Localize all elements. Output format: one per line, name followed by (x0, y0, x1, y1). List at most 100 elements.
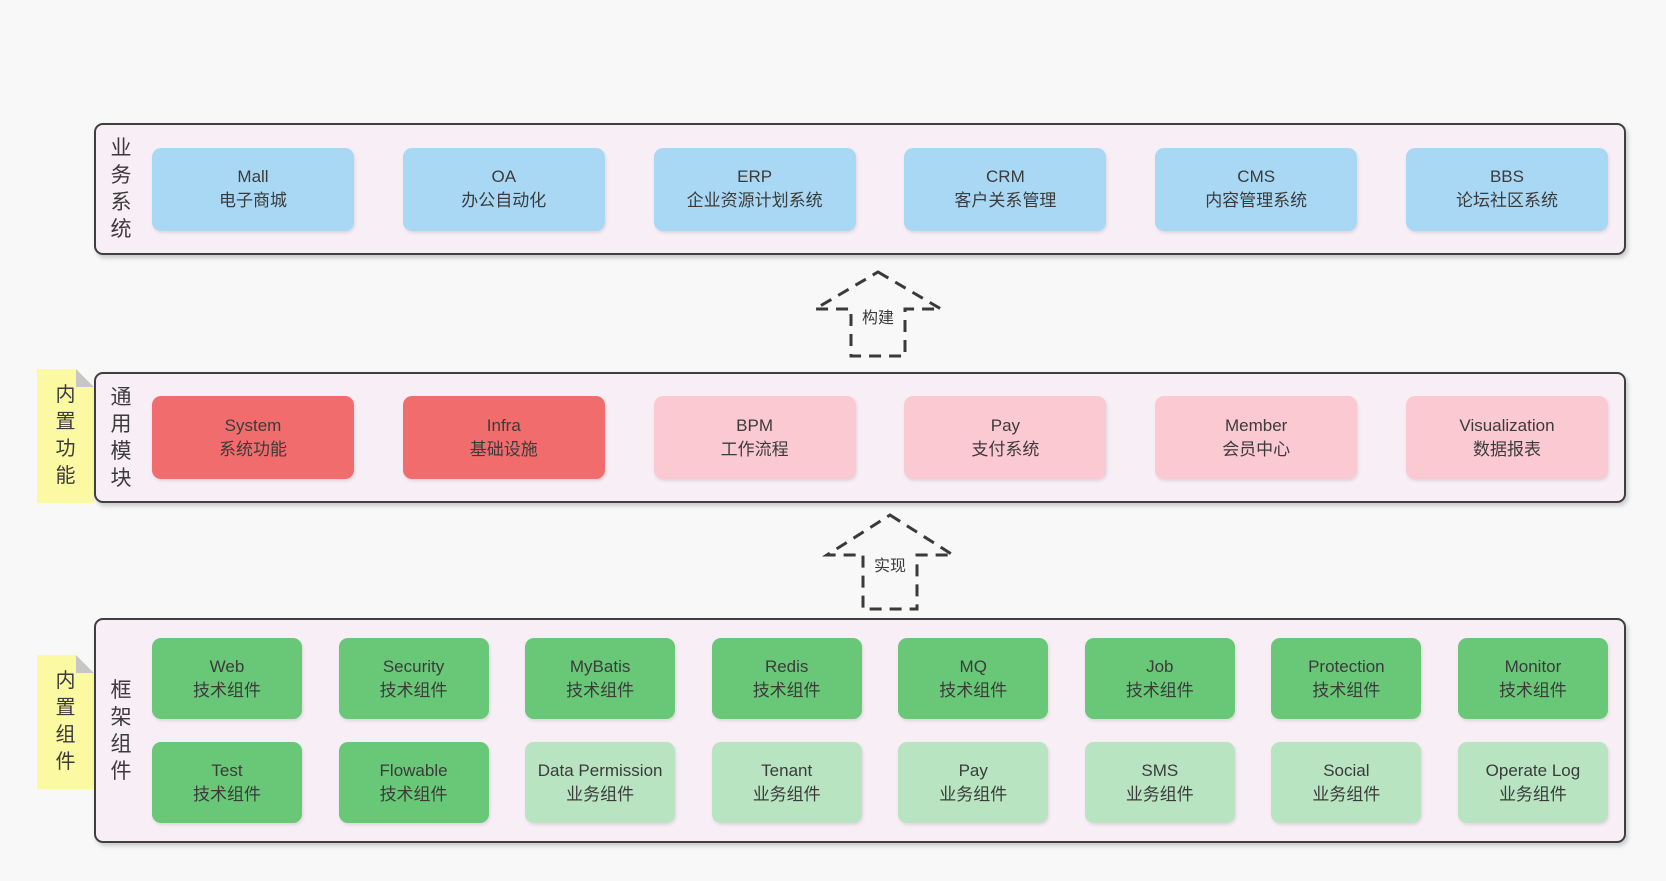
panel-side-label: 通用模块 (96, 374, 146, 501)
box-system: System 系统功能 (152, 396, 354, 479)
panel-business-systems: 业务系统 Mall 电子商城 OA 办公自动化 ERP 企业资源计划系统 CRM… (94, 123, 1626, 255)
box-title: Test (211, 760, 243, 780)
box-subtitle: 支付系统 (971, 439, 1040, 459)
box-monitor: Monitor 技术组件 (1457, 638, 1608, 719)
box-subtitle: 基础设施 (469, 439, 538, 459)
box-mall: Mall 电子商城 (152, 147, 354, 231)
tag-label: 内置功能 (55, 384, 76, 487)
sticky-note-fold-icon (76, 369, 94, 387)
box-title: ERP (737, 167, 773, 186)
box-subtitle: 技术组件 (1498, 680, 1567, 700)
box-security: Security 技术组件 (338, 638, 489, 719)
box-test: Test 技术组件 (152, 742, 302, 823)
box-bpm: BPM 工作流程 (653, 396, 856, 479)
box-crm: CRM 客户关系管理 (904, 147, 1107, 231)
box-title: BBS (1489, 167, 1524, 186)
box-subtitle: 业务组件 (1312, 784, 1381, 804)
box-flowable: Flowable 技术组件 (338, 742, 489, 823)
box-subtitle: 业务组件 (1498, 784, 1567, 804)
business-boxes-row: Mall 电子商城 OA 办公自动化 ERP 企业资源计划系统 CRM 客户关系… (146, 125, 1624, 253)
box-title: CRM (986, 167, 1025, 186)
box-social: Social 业务组件 (1271, 742, 1422, 823)
box-title: CMS (1237, 167, 1276, 186)
box-title: Pay (990, 415, 1021, 435)
box-title: MQ (959, 656, 987, 676)
box-title: OA (491, 167, 517, 186)
box-subtitle: 业务组件 (752, 784, 821, 804)
tag-built-in-components: 内置组件 (37, 655, 94, 789)
box-title: Data Permission (537, 760, 663, 780)
box-redis: Redis 技术组件 (711, 638, 862, 719)
box-title: Infra (486, 415, 521, 435)
build-arrow-label: 构建 (858, 303, 898, 328)
box-title: Protection (1308, 656, 1385, 676)
panel-framework-components: 框架组件 Web 技术组件 Security 技术组件 MyBatis 技术组件… (94, 618, 1626, 843)
components-row-2: Test 技术组件 Flowable 技术组件 Data Permission … (152, 742, 1608, 823)
box-title: Member (1225, 415, 1288, 435)
box-tenant: Tenant 业务组件 (711, 742, 862, 823)
box-title: Social (1323, 760, 1370, 780)
components-row-1: Web 技术组件 Security 技术组件 MyBatis 技术组件 Redi… (152, 638, 1608, 719)
box-title: Visualization (1459, 415, 1555, 435)
box-web: Web 技术组件 (152, 638, 302, 719)
box-subtitle: 客户关系管理 (954, 191, 1057, 210)
box-subtitle: 工作流程 (720, 439, 789, 459)
sticky-note-fold-icon (76, 655, 94, 673)
box-visualization: Visualization 数据报表 (1405, 396, 1608, 479)
components-rows: Web 技术组件 Security 技术组件 MyBatis 技术组件 Redi… (146, 620, 1624, 841)
box-mq: MQ 技术组件 (898, 638, 1049, 719)
box-subtitle: 技术组件 (379, 784, 448, 804)
tag-label: 内置组件 (55, 670, 76, 773)
panel-side-label: 业务系统 (96, 125, 146, 253)
box-title: Operate Log (1485, 760, 1581, 780)
box-title: Tenant (761, 760, 813, 780)
box-subtitle: 技术组件 (1312, 680, 1381, 700)
implement-arrow-label: 实现 (870, 552, 910, 576)
box-operate-log: Operate Log 业务组件 (1457, 742, 1608, 823)
box-title: System (224, 415, 282, 435)
box-title: Pay (958, 760, 988, 780)
box-subtitle: 技术组件 (566, 680, 635, 700)
box-mybatis: MyBatis 技术组件 (525, 638, 676, 719)
box-pay-biz: Pay 业务组件 (898, 742, 1049, 823)
modules-boxes-row: System 系统功能 Infra 基础设施 BPM 工作流程 Pay 支付系统… (146, 374, 1624, 501)
box-title: Redis (764, 656, 809, 676)
box-sms: SMS 业务组件 (1084, 742, 1235, 823)
box-subtitle: 技术组件 (193, 680, 261, 700)
box-title: Web (209, 656, 245, 676)
box-title: Job (1146, 656, 1174, 676)
box-data-permission: Data Permission 业务组件 (525, 742, 676, 823)
box-title: SMS (1141, 760, 1179, 780)
box-infra: Infra 基础设施 (402, 396, 605, 479)
box-title: Mall (237, 167, 269, 186)
box-subtitle: 数据报表 (1472, 439, 1541, 459)
box-subtitle: 论坛社区系统 (1455, 191, 1558, 210)
implement-arrow: 实现 (820, 512, 960, 612)
box-subtitle: 业务组件 (566, 784, 635, 804)
box-subtitle: 技术组件 (752, 680, 821, 700)
box-subtitle: 系统功能 (219, 439, 287, 459)
panel-side-label: 框架组件 (96, 620, 146, 841)
box-pay: Pay 支付系统 (904, 396, 1107, 479)
box-title: Monitor (1504, 656, 1562, 676)
box-subtitle: 技术组件 (1125, 680, 1194, 700)
box-title: MyBatis (569, 656, 631, 676)
box-subtitle: 技术组件 (939, 680, 1008, 700)
framework-components-label: 框架组件 (110, 678, 132, 783)
box-subtitle: 会员中心 (1222, 439, 1291, 459)
build-arrow: 构建 (808, 269, 948, 359)
box-subtitle: 内容管理系统 (1205, 191, 1308, 210)
box-protection: Protection 技术组件 (1271, 638, 1422, 719)
box-title: BPM (736, 415, 774, 435)
box-subtitle: 技术组件 (193, 784, 261, 804)
panel-common-modules: 通用模块 System 系统功能 Infra 基础设施 BPM 工作流程 Pay… (94, 372, 1626, 503)
box-subtitle: 办公自动化 (461, 191, 547, 210)
box-job: Job 技术组件 (1084, 638, 1235, 719)
box-title: Flowable (379, 760, 448, 780)
box-oa: OA 办公自动化 (402, 147, 605, 231)
box-member: Member 会员中心 (1155, 396, 1358, 479)
box-erp: ERP 企业资源计划系统 (653, 147, 856, 231)
box-cms: CMS 内容管理系统 (1155, 147, 1358, 231)
box-subtitle: 技术组件 (379, 680, 448, 700)
